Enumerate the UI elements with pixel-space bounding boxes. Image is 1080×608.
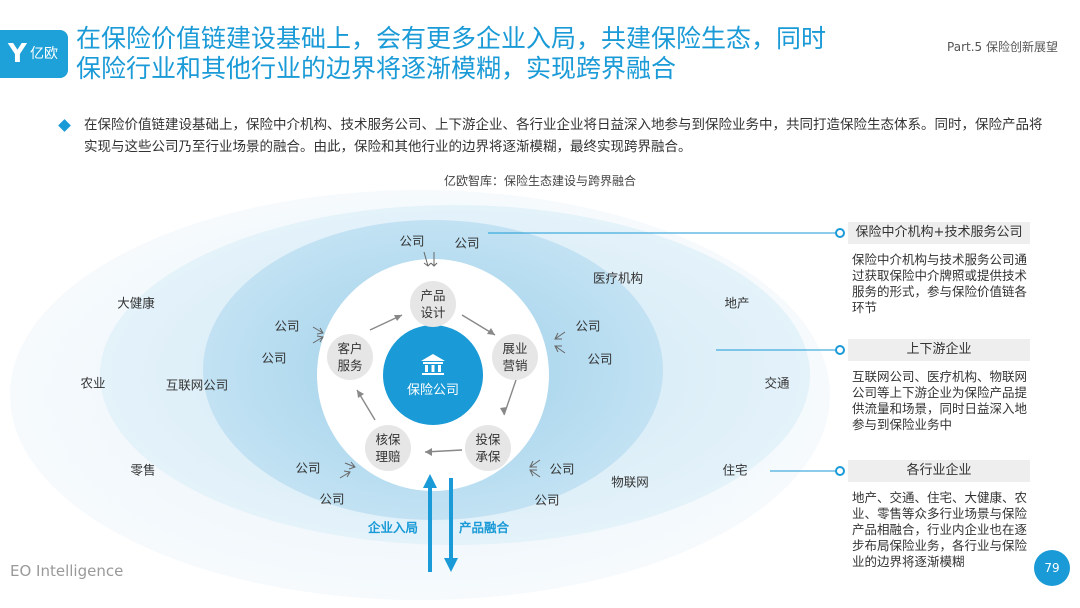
product-fusion-label: 产品融合 (459, 520, 510, 535)
panel-body-intermediaries: 保险中介机构与技术服务公司通过获取保险中介牌照或提供技术服务的形式，参与保险价值… (852, 252, 1028, 315)
logo-text: 亿欧 (30, 46, 58, 62)
company-label: 公司 (274, 318, 300, 334)
connector-dot-1 (835, 228, 845, 238)
center-label: 保险公司 (406, 382, 459, 398)
panel-heading-intermediaries: 保险中介机构+技术服务公司 (848, 222, 1030, 244)
outer-ring-label: 交通 (764, 375, 790, 391)
outer-ring-label: 大健康 (117, 295, 155, 311)
outer-ring-label: 零售 (130, 462, 156, 478)
outer-ring-label: 农业 (80, 375, 106, 391)
company-label: 公司 (295, 460, 321, 476)
node-line: 投保 (475, 432, 501, 447)
panel-heading-upstream-downstream: 上下游企业 (848, 339, 1030, 361)
enterprise-entry-label: 企业入局 (368, 520, 419, 535)
panel-body-upstream-downstream: 互联网公司、医疗机构、物联网公司等上下游企业为保险产品提供流量和场景，同时日益深… (852, 369, 1028, 432)
company-label: 公司 (575, 318, 601, 334)
part-label: Part.5 保险创新展望 (947, 40, 1058, 54)
node-line: 产品 (420, 288, 446, 303)
page-number: 79 (1034, 550, 1070, 586)
company-label: 公司 (261, 350, 287, 366)
outer-ring-label: 住宅 (722, 462, 748, 478)
mid-ring-label: 物联网 (611, 474, 649, 490)
node-line: 设计 (420, 305, 446, 320)
node-line: 承保 (475, 449, 501, 464)
company-label: 公司 (587, 351, 613, 367)
company-label: 公司 (319, 491, 345, 507)
node-line: 营销 (502, 358, 528, 373)
node-line: 服务 (337, 358, 363, 373)
node-claims: 核保 理赔 (365, 425, 411, 471)
company-label: 公司 (454, 235, 480, 251)
mid-ring-label: 互联网公司 (165, 377, 229, 393)
node-sales-marketing: 展业 营销 (492, 334, 538, 380)
diagram-caption: 亿欧智库：保险生态建设与跨界融合 (443, 174, 636, 188)
insurer-center: 保险公司 (383, 325, 483, 425)
node-product-design: 产品 设计 (410, 281, 456, 327)
node-line: 理赔 (375, 449, 401, 464)
node-line: 客户 (337, 341, 363, 356)
logo: Y 亿欧 (0, 30, 68, 78)
logo-mark-icon: Y (8, 39, 27, 69)
outer-ring-label: 地产 (724, 295, 750, 311)
footer-brand: EO Intelligence (10, 562, 124, 580)
building-icon (421, 353, 445, 375)
mid-ring-label: 医疗机构 (592, 270, 644, 286)
connector-dot-3 (835, 466, 845, 476)
connector-dot-2 (835, 345, 845, 355)
company-label: 公司 (549, 461, 575, 477)
description-text: 在保险价值链建设基础上，保险中介机构、技术服务公司、上下游企业、各行业企业将日益… (84, 117, 1043, 155)
node-line: 核保 (375, 432, 401, 447)
node-customer-service: 客户 服务 (327, 334, 373, 380)
panel-body-industries: 地产、交通、住宅、大健康、农业、零售等众多行业场景与保险产品相融合，行业内企业也… (852, 490, 1028, 569)
page-title: 在保险价值链建设基础上，会有更多企业入局，共建保险生态，同时保险行业和其他行业的… (76, 24, 827, 83)
company-label: 公司 (399, 233, 425, 249)
company-label: 公司 (534, 492, 560, 508)
node-underwriting: 投保 承保 (465, 425, 511, 471)
panel-heading-industries: 各行业企业 (848, 460, 1030, 482)
node-line: 展业 (502, 341, 528, 356)
